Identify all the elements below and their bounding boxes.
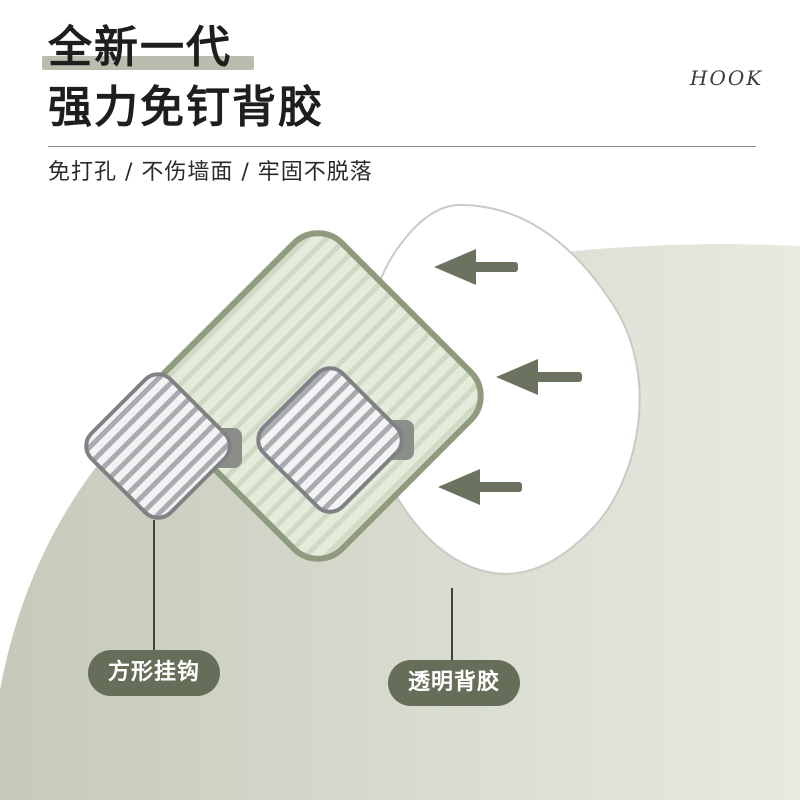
title-line-2: 强力免钉背胶: [48, 82, 324, 133]
title-highlight: [42, 56, 254, 70]
arrow-left-icon: [434, 249, 518, 285]
square-hook-right-icon: [256, 366, 404, 514]
adhesive-label-badge: 透明背胶: [388, 660, 521, 706]
title-line-1: 全新一代: [48, 22, 232, 73]
brand-word: HOOK: [690, 66, 764, 90]
hook-label-badge: 方形挂钩: [88, 650, 221, 696]
arrow-left-icon: [438, 469, 522, 505]
arrow-left-icon: [496, 359, 582, 395]
square-hook-left-icon: [84, 372, 232, 520]
divider: [48, 146, 756, 147]
subtitle: 免打孔 / 不伤墙面 / 牢固不脱落: [48, 160, 373, 185]
